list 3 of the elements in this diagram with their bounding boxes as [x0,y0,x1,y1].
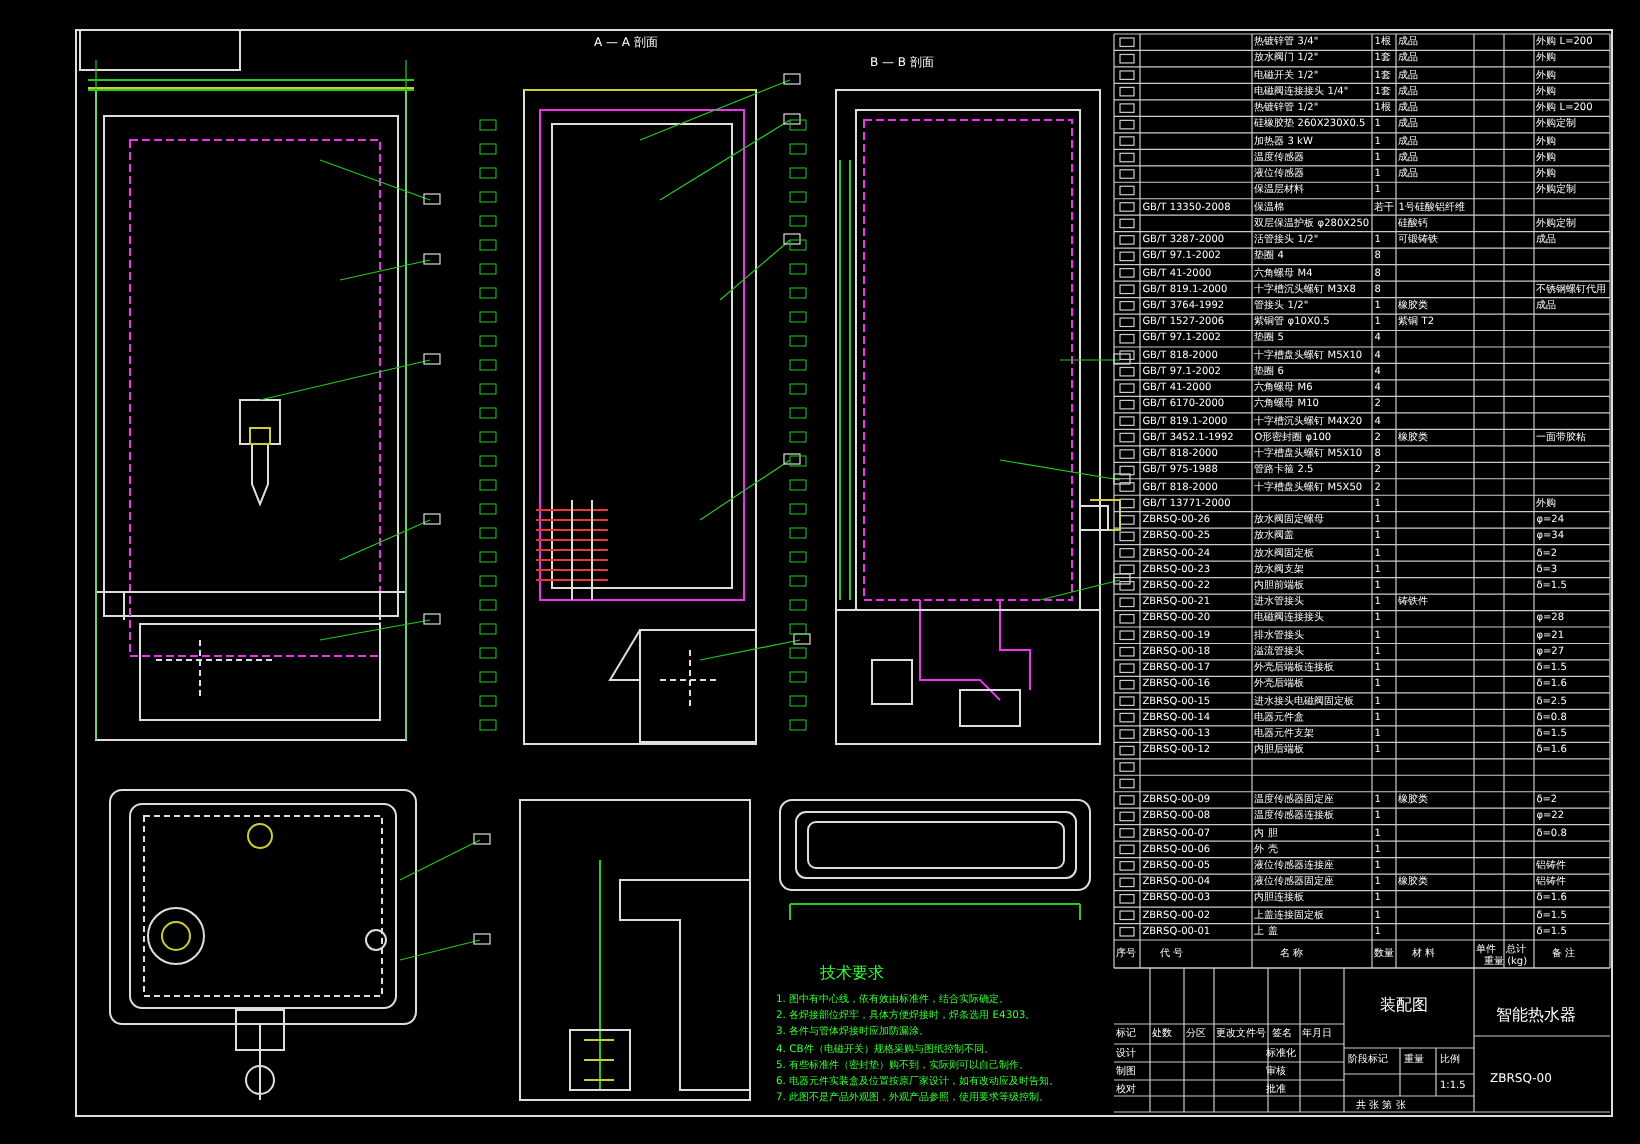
tech-requirements-title: 技术要求 [820,964,884,982]
title-block-text: 装配图 [1380,996,1428,1014]
title-block-text: 智能热水器 [1496,1006,1576,1024]
